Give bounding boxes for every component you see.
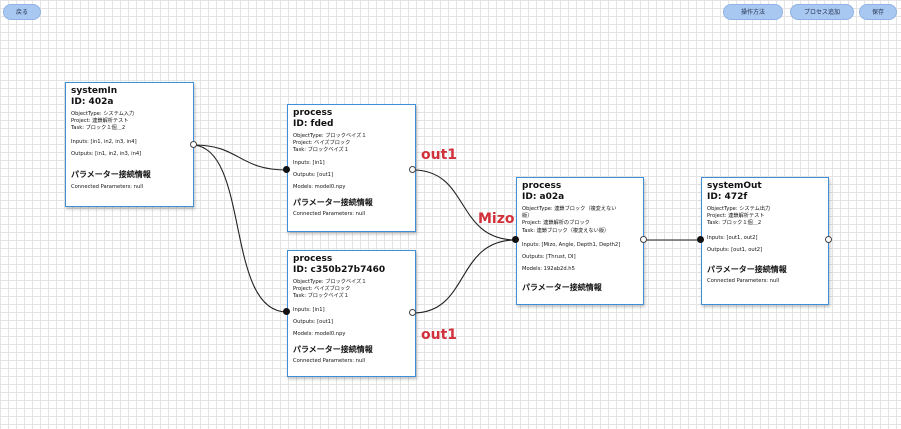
node-object-type: ObjectType: ブロックベイズ１ <box>293 279 367 285</box>
node-project: Project: 連鎖解析のブロック <box>522 220 590 227</box>
node-inputs: Inputs: [Mizo, Angle, Depth1, Depth2] <box>522 241 621 248</box>
node-connected-params: Connected Parameters: null <box>293 357 366 364</box>
a02a-input-port[interactable] <box>512 236 519 243</box>
c350-input-port[interactable] <box>283 308 290 315</box>
save-button[interactable]: 保存 <box>859 4 897 20</box>
node-outputs: Outputs: [Thrust, DI] <box>522 253 576 260</box>
node-project: Project: ベイズブロック <box>293 140 351 147</box>
node-object-type: ObjectType: システム出力 <box>707 206 771 212</box>
node-type: process <box>293 254 333 264</box>
node-connected-params: Connected Parameters: null <box>71 183 144 190</box>
wire-fded-to-a02a <box>412 169 517 241</box>
systemin-output-port[interactable] <box>190 141 197 148</box>
node-id: ID: fded <box>293 119 334 129</box>
node-outputs: Outputs: [out1] <box>293 171 333 178</box>
wire-c350-to-a02a <box>412 239 517 314</box>
wire-systemin-to-fded <box>193 144 288 171</box>
node-task: Task: ブロックベイズ１ <box>293 147 349 154</box>
node-process-c350b27b7460[interactable]: process ID: c350b27b7460 ObjectType: ブロッ… <box>287 250 416 377</box>
node-inputs: Inputs: [in1, in2, in3, in4] <box>71 138 137 145</box>
node-project: Project: ベイズブロック <box>293 286 351 293</box>
systemout-input-port[interactable] <box>697 236 704 243</box>
node-id: ID: a02a <box>522 192 565 202</box>
node-models: Models: model0.npy <box>293 330 346 337</box>
c350-output-port[interactable] <box>409 309 416 316</box>
node-params-title: パラメーター接続情報 <box>522 282 602 292</box>
node-task: Task: ブロック１個＿2 <box>71 125 126 132</box>
edge-label-out1-top: out1 <box>421 147 458 163</box>
systemout-output-port[interactable] <box>825 236 832 243</box>
help-button[interactable]: 操作方法 <box>723 4 783 20</box>
node-outputs: Outputs: [out1, out2] <box>707 246 763 253</box>
fded-input-port[interactable] <box>283 166 290 173</box>
node-project: Project: 連鎖解析テスト <box>707 213 765 220</box>
node-inputs: Inputs: [in1] <box>293 306 325 313</box>
wire-systemin-to-c350 <box>193 144 288 313</box>
node-type: systemIn <box>71 86 118 96</box>
node-process-fded[interactable]: process ID: fded ObjectType: ブロックベイズ１ Pr… <box>287 104 416 232</box>
node-task: Task: 連鎖ブロック（複変えない版） <box>522 227 610 234</box>
node-id: ID: c350b27b7460 <box>293 265 386 275</box>
node-type: process <box>522 181 562 191</box>
node-project: Project: 連鎖解析テスト <box>71 118 129 125</box>
node-connected-params: Connected Parameters: null <box>707 277 780 284</box>
node-connected-params: Connected Parameters: null <box>293 210 366 217</box>
node-params-title: パラメーター接続情報 <box>293 344 373 354</box>
node-models: Models: model0.npy <box>293 183 346 190</box>
node-systemout[interactable]: systemOut ID: 472f ObjectType: システム出力 Pr… <box>701 177 829 305</box>
node-id: ID: 472f <box>707 192 748 202</box>
node-object-type-cont: 版） <box>522 213 533 220</box>
node-systemin[interactable]: systemIn ID: 402a ObjectType: システム入力 Pro… <box>65 82 194 207</box>
edge-label-out1-bottom: out1 <box>421 327 458 343</box>
node-models: Models: 192ab2d.h5 <box>522 265 575 272</box>
node-outputs: Outputs: [out1] <box>293 318 333 325</box>
node-inputs: Inputs: [in1] <box>293 159 325 166</box>
node-task: Task: ブロックベイズ１ <box>293 293 349 300</box>
back-button[interactable]: 戻る <box>3 4 41 20</box>
fded-output-port[interactable] <box>409 166 416 173</box>
node-params-title: パラメーター接続情報 <box>707 264 787 274</box>
node-object-type: ObjectType: システム入力 <box>71 111 135 117</box>
node-inputs: Inputs: [out1, out2] <box>707 234 758 241</box>
node-id: ID: 402a <box>71 97 114 107</box>
node-type: process <box>293 108 333 118</box>
node-params-title: パラメーター接続情報 <box>71 169 151 179</box>
node-process-a02a[interactable]: process ID: a02a ObjectType: 連鎖ブロック（複変えな… <box>516 177 644 305</box>
node-task: Task: ブロック１個＿2 <box>707 220 762 227</box>
node-params-title: パラメーター接続情報 <box>293 197 373 207</box>
node-object-type: ObjectType: 連鎖ブロック（複変えない <box>522 206 617 212</box>
edge-label-mizo: Mizo <box>478 211 515 227</box>
node-object-type: ObjectType: ブロックベイズ１ <box>293 133 367 139</box>
add-process-button[interactable]: プロセス追加 <box>790 4 854 20</box>
a02a-output-port[interactable] <box>640 236 647 243</box>
node-outputs: Outputs: [in1, in2, in3, in4] <box>71 150 142 157</box>
node-type: systemOut <box>707 181 762 191</box>
